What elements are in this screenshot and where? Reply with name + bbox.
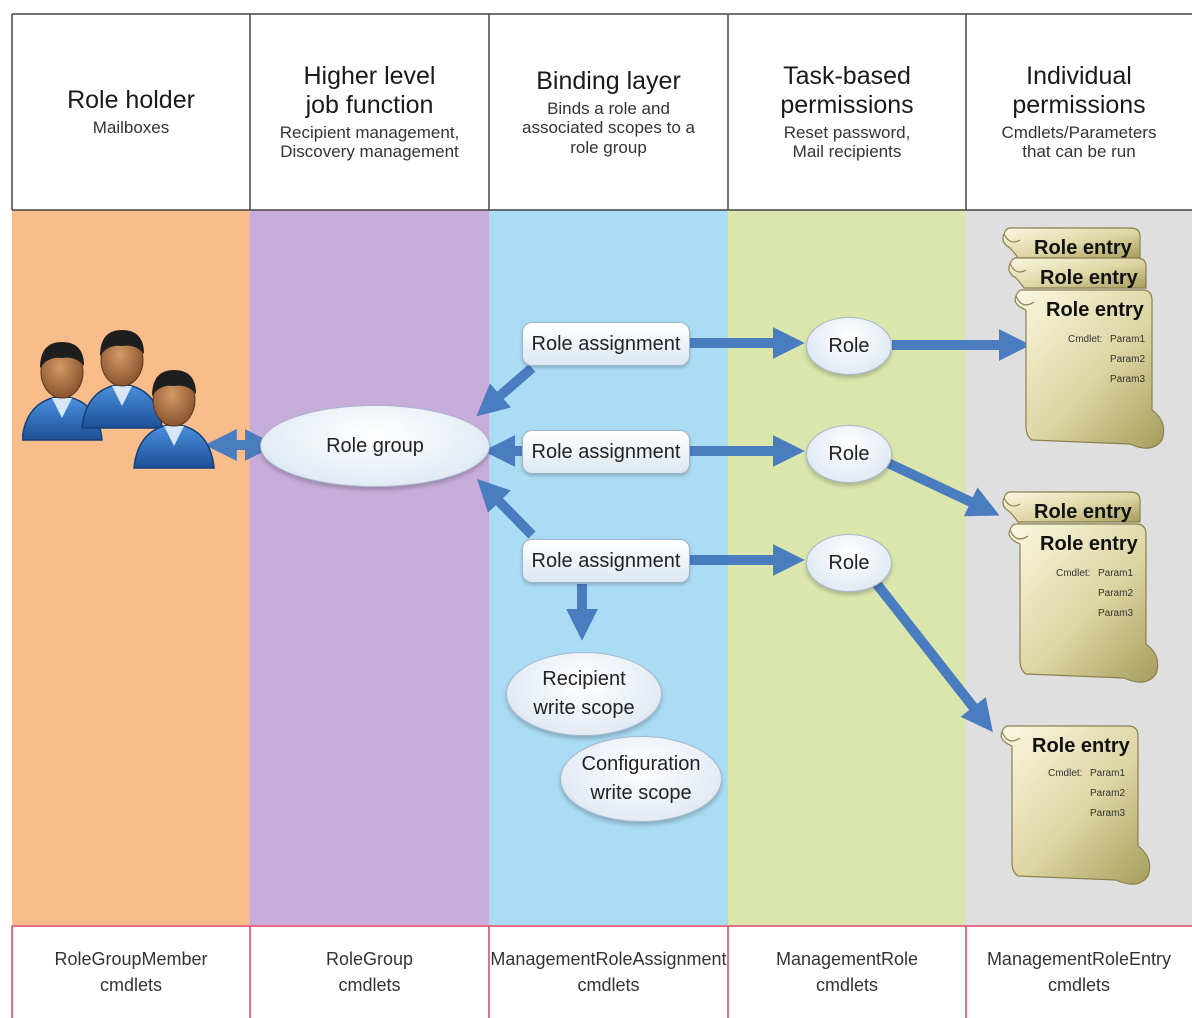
scope-label-line2: write scope: [533, 697, 635, 719]
footer-cmdlet-suffix: cmdlets: [1047, 975, 1110, 995]
band-role-holder: [12, 210, 250, 925]
users-icon: [22, 330, 215, 469]
role-group-node: Role group: [260, 405, 490, 487]
param-label: Param2: [1090, 788, 1125, 799]
footer-cmdlet-name: RoleGroupMember: [54, 948, 208, 969]
role-entry-title: Role entry: [1046, 299, 1145, 321]
param-label: Param2: [1098, 588, 1133, 599]
role-entry-title: Role entry: [1040, 533, 1139, 555]
footer-cmdlet-suffix: cmdlets: [577, 975, 640, 995]
role-assignment-node: Role assignment: [522, 430, 690, 474]
header-title-line2: permissions: [1012, 90, 1146, 119]
arrow-role2-entries: [885, 458, 1000, 517]
param-label: Param1: [1110, 334, 1145, 345]
cmdlet-label: Cmdlet:: [1068, 334, 1102, 345]
scroll-icon: Role entry: [1008, 257, 1147, 289]
param-label: Param3: [1110, 374, 1145, 385]
role-assignment-node: Role assignment: [522, 322, 690, 366]
footer-management-role: ManagementRole cmdlets: [728, 928, 966, 1016]
param-label: Param1: [1090, 768, 1125, 779]
header-title: Role holder: [67, 86, 195, 115]
cmdlet-label: Cmdlet:: [1056, 568, 1090, 579]
role-assignment-node: Role assignment: [522, 539, 690, 583]
role-entry-title: Role entry: [1034, 501, 1133, 523]
role-group-label: Role group: [326, 434, 424, 457]
footer-cmdlet-suffix: cmdlets: [338, 975, 401, 995]
scope-label-line1: Configuration: [581, 753, 701, 775]
header-role-holder: Role holder Mailboxes: [12, 14, 250, 210]
footer-cmdlet-suffix: cmdlets: [99, 975, 162, 995]
scroll-icon: Role entry Cmdlet: Param1 Param2 Param3: [1008, 523, 1159, 683]
header-subtitle-line1: Reset password,: [783, 122, 911, 142]
header-subtitle-line3: role group: [570, 137, 647, 157]
arrow-assignment3-rolegroup: [477, 478, 536, 539]
header-subtitle-line1: Cmdlets/Parameters: [1001, 122, 1157, 142]
header-title-line1: Higher level: [303, 62, 436, 91]
role-assignment-label: Role assignment: [531, 332, 681, 355]
scroll-icon: Role entry: [1002, 227, 1141, 259]
footer-management-role-entry: ManagementRoleEntry cmdlets: [966, 928, 1192, 1016]
cmdlet-label: Cmdlet:: [1048, 768, 1082, 779]
role-label: Role: [828, 551, 870, 574]
arrow-assignment1-rolegroup: [476, 364, 536, 417]
header-individual-permissions: Individual permissions Cmdlets/Parameter…: [966, 14, 1192, 210]
scope-label-line2: write scope: [590, 782, 692, 804]
scroll-icon: Role entry Cmdlet: Param1 Param2 Param3: [1014, 289, 1165, 449]
scroll-icon: Role entry Cmdlet: Param1 Param2 Param3: [1000, 725, 1151, 885]
footer-cmdlet-name: ManagementRole: [775, 948, 919, 969]
role-label: Role: [828, 442, 870, 465]
footer-cmdlet-name: RoleGroup: [325, 948, 414, 969]
header-task-permissions: Task-based permissions Reset password, M…: [728, 14, 966, 210]
header-subtitle-line2: that can be run: [1022, 142, 1136, 162]
role-assignment-label: Role assignment: [531, 440, 681, 463]
header-title-line1: Task-based: [783, 62, 911, 91]
role-assignment-label: Role assignment: [531, 549, 681, 572]
arrow-role3-entries: [872, 579, 993, 733]
header-subtitle-line2: associated scopes to a: [522, 118, 695, 138]
footer-cmdlet-suffix: cmdlets: [815, 975, 878, 995]
header-title: Binding layer: [536, 66, 681, 95]
param-label: Param2: [1110, 354, 1145, 365]
role-label: Role: [828, 334, 870, 357]
header-subtitle: Mailboxes: [92, 118, 170, 138]
param-label: Param3: [1090, 808, 1125, 819]
role-entry-title: Role entry: [1032, 735, 1131, 757]
footer-role-group-member: RoleGroupMember cmdlets: [12, 928, 250, 1016]
param-label: Param3: [1098, 608, 1133, 619]
header-subtitle-line2: Discovery management: [280, 142, 459, 162]
footer-cmdlet-name: ManagementRoleAssignment: [490, 948, 727, 969]
role-entry-title: Role entry: [1040, 267, 1139, 289]
header-binding-layer: Binding layer Binds a role and associate…: [489, 14, 728, 210]
header-title-line2: permissions: [780, 90, 914, 119]
header-subtitle-line1: Binds a role and: [547, 98, 670, 118]
scroll-icon: Role entry: [1002, 491, 1141, 523]
role-node: Role: [806, 425, 892, 483]
footer-role-group: RoleGroup cmdlets: [250, 928, 489, 1016]
header-subtitle-line2: Mail recipients: [792, 142, 902, 162]
role-node: Role: [806, 534, 892, 592]
header-title-line2: job function: [305, 90, 434, 119]
header-job-function: Higher level job function Recipient mana…: [250, 14, 489, 210]
footer-cmdlet-name: ManagementRoleEntry: [986, 948, 1172, 969]
band-job-function: [250, 210, 489, 925]
role-entry-title: Role entry: [1034, 237, 1133, 259]
configuration-write-scope-node: Configuration write scope: [560, 736, 722, 822]
role-node: Role: [806, 317, 892, 375]
param-label: Param1: [1098, 568, 1133, 579]
header-subtitle-line1: Recipient management,: [279, 122, 460, 142]
scope-label-line1: Recipient: [542, 668, 626, 690]
footer-management-role-assignment: ManagementRoleAssignment cmdlets: [489, 928, 728, 1016]
header-title-line1: Individual: [1026, 62, 1132, 91]
recipient-write-scope-node: Recipient write scope: [506, 652, 662, 736]
